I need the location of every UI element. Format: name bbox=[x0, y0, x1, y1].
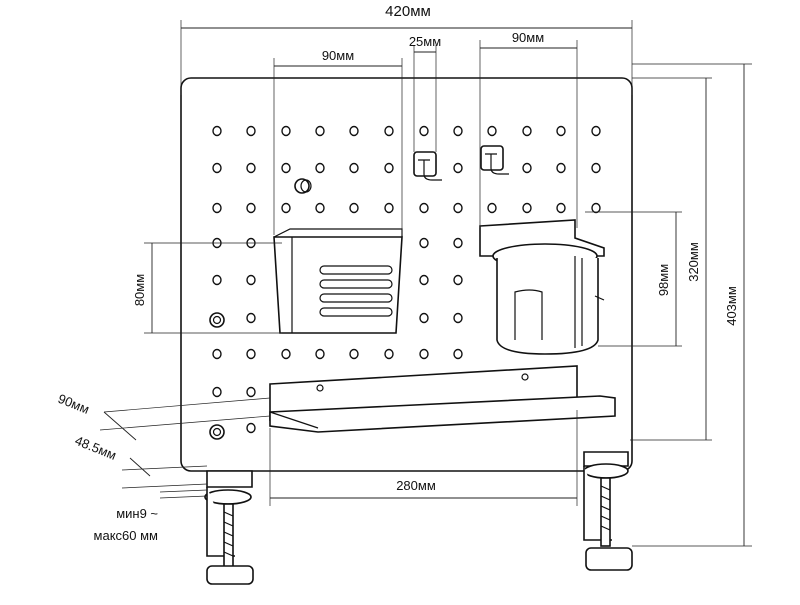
peg-hole bbox=[384, 202, 394, 214]
peg-hole bbox=[246, 202, 256, 214]
screw-icon bbox=[209, 312, 225, 440]
peg-hole bbox=[419, 202, 429, 214]
peg-hole bbox=[591, 162, 601, 174]
peg-hole bbox=[419, 348, 429, 360]
peg-hole bbox=[419, 125, 429, 137]
peg-hole bbox=[591, 202, 601, 214]
cup-holder-icon bbox=[479, 219, 605, 355]
label-total-height: 403мм bbox=[724, 286, 739, 326]
label-board-height: 320мм bbox=[686, 242, 701, 282]
label-holder-height: 98мм bbox=[656, 264, 671, 296]
label-basket-width: 90мм bbox=[322, 48, 354, 63]
clamp-icon bbox=[204, 451, 633, 585]
peg-hole bbox=[212, 386, 222, 398]
peg-hole bbox=[349, 125, 359, 137]
label-hook-width: 25мм bbox=[409, 34, 441, 49]
peg-hole bbox=[419, 274, 429, 286]
peg-hole bbox=[212, 162, 222, 174]
peg-hole bbox=[453, 312, 463, 324]
peg-holes bbox=[212, 125, 601, 434]
peg-hole bbox=[453, 125, 463, 137]
peg-hole bbox=[556, 125, 566, 137]
peg-hole bbox=[212, 125, 222, 137]
peg-hole bbox=[384, 125, 394, 137]
hook-icon bbox=[413, 145, 509, 181]
peg-hole bbox=[419, 237, 429, 249]
peg-hole bbox=[246, 125, 256, 137]
peg-hole bbox=[556, 162, 566, 174]
dimension-lines bbox=[99, 20, 752, 547]
peg-hole bbox=[246, 386, 256, 398]
peg-hole bbox=[522, 125, 532, 137]
label-clamp-min: мин9 ~ bbox=[116, 506, 158, 521]
basket-icon bbox=[273, 228, 403, 334]
peg-hole bbox=[453, 202, 463, 214]
peg-hole bbox=[453, 274, 463, 286]
peg-hole bbox=[591, 125, 601, 137]
label-shelf-depth: 90мм bbox=[56, 391, 92, 417]
peg-hole bbox=[384, 162, 394, 174]
peg-hole bbox=[315, 125, 325, 137]
peg-hole bbox=[281, 202, 291, 214]
peg-hole bbox=[246, 422, 256, 434]
label-clamp-depth: 48.5мм bbox=[73, 433, 119, 463]
peg-hole bbox=[246, 162, 256, 174]
peg-hole bbox=[212, 348, 222, 360]
peg-hole bbox=[556, 202, 566, 214]
peg-hole bbox=[384, 348, 394, 360]
peg-hole bbox=[246, 312, 256, 324]
shelf-icon bbox=[269, 365, 616, 433]
peg-hole bbox=[419, 312, 429, 324]
peg-hole bbox=[487, 125, 497, 137]
peg-hole bbox=[281, 125, 291, 137]
peg-hole bbox=[212, 274, 222, 286]
label-clamp-max: макс60 мм bbox=[94, 528, 159, 543]
label-clamp-span: 280мм bbox=[396, 478, 436, 493]
peg-hole bbox=[349, 162, 359, 174]
label-total-width: 420мм bbox=[385, 3, 431, 20]
peg-hole bbox=[349, 348, 359, 360]
peg-hole bbox=[281, 162, 291, 174]
peg-hole bbox=[487, 202, 497, 214]
peg-knob-icon bbox=[294, 178, 312, 194]
peg-hole bbox=[453, 162, 463, 174]
peg-hole bbox=[522, 202, 532, 214]
label-basket-height: 80мм bbox=[132, 274, 147, 306]
peg-hole bbox=[453, 348, 463, 360]
peg-hole bbox=[315, 348, 325, 360]
peg-hole bbox=[315, 202, 325, 214]
peg-hole bbox=[246, 348, 256, 360]
peg-hole bbox=[246, 274, 256, 286]
peg-hole bbox=[349, 202, 359, 214]
peg-hole bbox=[522, 162, 532, 174]
peg-hole bbox=[281, 348, 291, 360]
peg-hole bbox=[453, 237, 463, 249]
peg-hole bbox=[315, 162, 325, 174]
peg-hole bbox=[212, 202, 222, 214]
label-holder-width: 90мм bbox=[512, 30, 544, 45]
